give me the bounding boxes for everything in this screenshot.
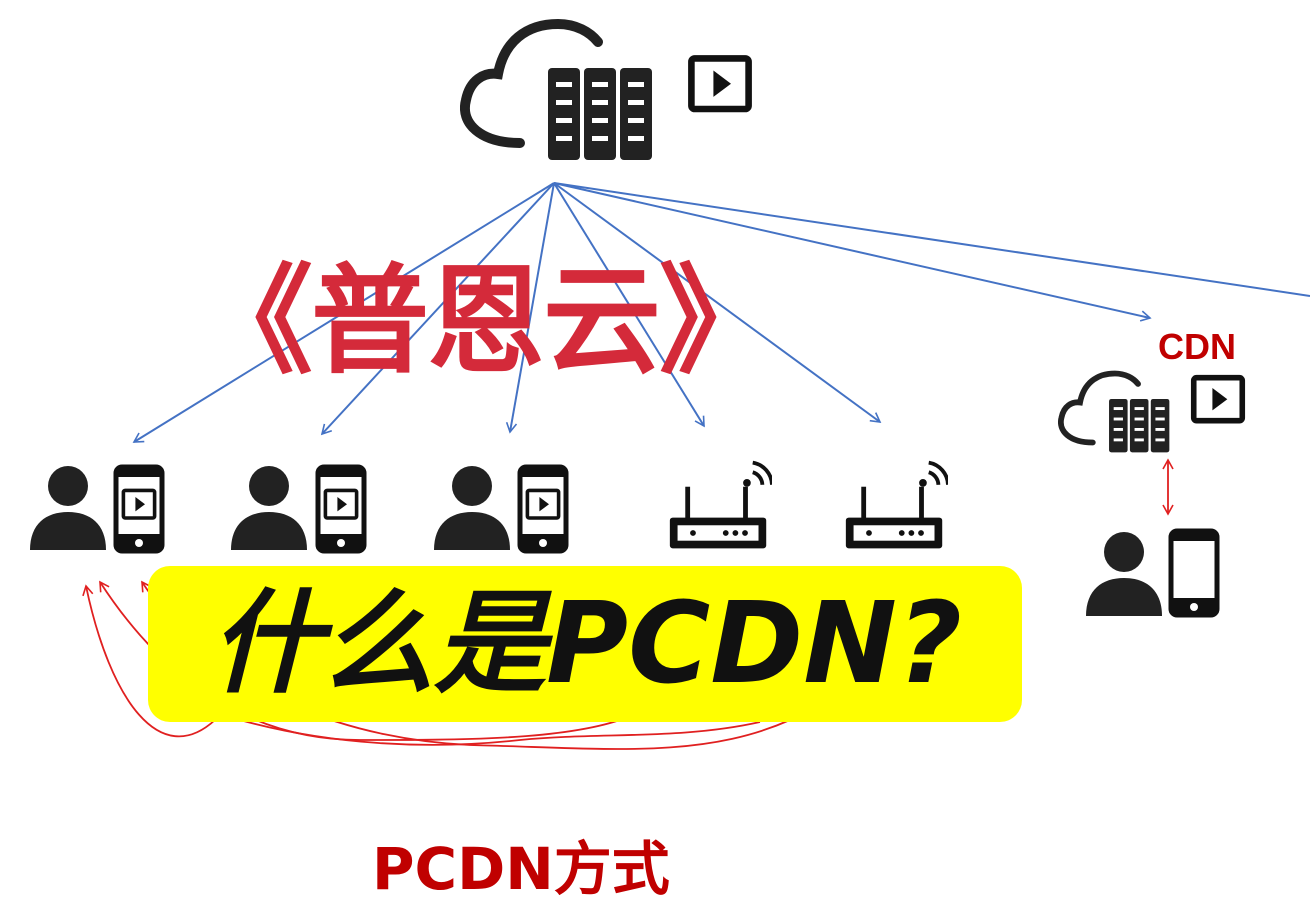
arrow-to-user-2 xyxy=(320,182,555,436)
arrow-to-cdn xyxy=(553,182,1152,322)
title-text: 《普恩云》 xyxy=(195,252,777,390)
arrow-offscreen xyxy=(553,182,1310,297)
arrow-to-router-2 xyxy=(553,182,882,423)
arrow-to-router-1 xyxy=(553,182,705,428)
origin-server xyxy=(465,24,749,160)
user-icon xyxy=(1086,532,1162,616)
phone-icon xyxy=(1171,531,1217,615)
banner-text: 什么是PCDN? xyxy=(210,579,962,709)
cloud-server-icon xyxy=(1061,373,1169,452)
video-icon xyxy=(121,488,157,520)
user-icon xyxy=(231,466,307,550)
peer-user-3 xyxy=(434,466,566,551)
arrow-to-user-1 xyxy=(132,182,555,443)
user-icon xyxy=(30,466,106,550)
pcdn-caption: PCDN方式 xyxy=(372,835,670,903)
video-icon xyxy=(1194,378,1243,421)
cloud-server-icon xyxy=(465,24,652,160)
arrow-to-user-3 xyxy=(505,182,555,434)
video-icon xyxy=(691,58,748,109)
video-icon xyxy=(323,488,359,520)
cdn-label: CDN xyxy=(1158,326,1236,367)
video-icon xyxy=(525,488,561,520)
peer-user-2 xyxy=(231,466,364,551)
cdn-node xyxy=(1061,373,1242,616)
banner-background xyxy=(148,566,1022,722)
user-icon xyxy=(434,466,510,550)
router-icon xyxy=(667,460,772,551)
distribution-arrows xyxy=(132,182,1310,443)
peer-user-1 xyxy=(30,466,162,551)
router-icon xyxy=(843,460,948,551)
